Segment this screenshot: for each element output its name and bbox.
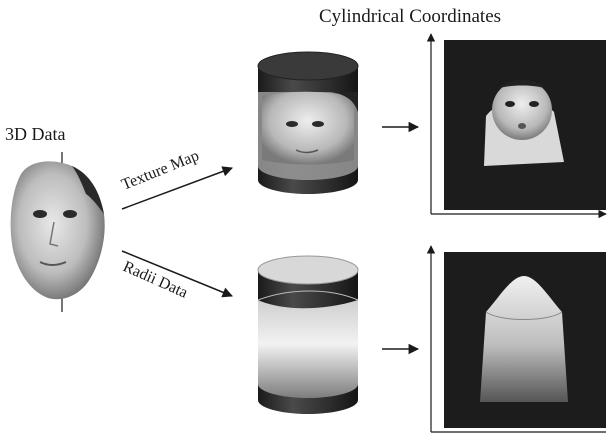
diagram-title: Cylindrical Coordinates	[319, 6, 501, 27]
head-left-eye	[33, 210, 47, 218]
texture-coordinates-panel	[431, 34, 606, 214]
head-right-eye	[63, 210, 77, 218]
texture-map-label: Texture Map	[119, 147, 201, 193]
texture-cylinder	[258, 52, 358, 194]
radii-coordinates-panel	[431, 246, 606, 432]
source-head-group: 3D Data	[5, 124, 105, 312]
radii-cylinder	[258, 256, 358, 414]
source-label: 3D Data	[5, 124, 65, 144]
